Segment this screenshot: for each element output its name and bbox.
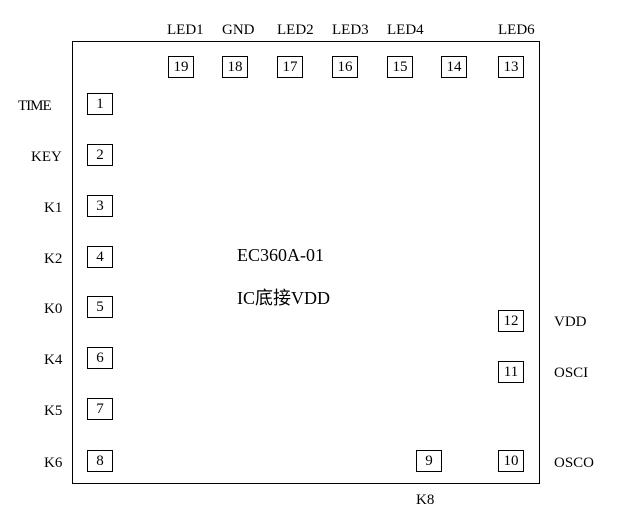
pin-1-pad: 1	[87, 93, 113, 115]
pin-9-label: K8	[416, 492, 435, 508]
chip-substrate-note: IC底接VDD	[237, 288, 330, 308]
pin-1-label: TIME	[18, 98, 52, 114]
pin-3-label: K1	[44, 200, 63, 216]
pin-10-pad: 10	[498, 450, 524, 472]
pin-3-pad: 3	[87, 195, 113, 217]
pin-11-pad: 11	[498, 361, 524, 383]
chip-part-number: EC360A-01	[237, 245, 324, 265]
pin-17-pad: 17	[277, 56, 303, 78]
pin-19-label: LED1	[167, 22, 204, 38]
ic-package-outline	[72, 41, 540, 484]
pin-8-label: K6	[44, 455, 63, 471]
pin-8-pad: 8	[87, 450, 113, 472]
pin-14-pad: 14	[441, 56, 467, 78]
pin-2-pad: 2	[87, 144, 113, 166]
pin-6-pad: 6	[87, 347, 113, 369]
pin-11-label: OSCI	[554, 365, 589, 381]
pin-9-pad: 9	[416, 450, 442, 472]
pin-6-label: K4	[44, 352, 63, 368]
pin-4-label: K2	[44, 251, 63, 267]
pin-15-label: LED4	[387, 22, 424, 38]
pin-7-label: K5	[44, 403, 63, 419]
pin-5-pad: 5	[87, 296, 113, 318]
pin-18-pad: 18	[222, 56, 248, 78]
pin-13-label: LED6	[498, 22, 535, 38]
pin-2-label: KEY	[31, 149, 62, 165]
pin-4-pad: 4	[87, 246, 113, 268]
pin-12-pad: 12	[498, 310, 524, 332]
pin-5-label: K0	[44, 301, 63, 317]
pin-10-label: OSCO	[554, 455, 595, 471]
pin-16-pad: 16	[332, 56, 358, 78]
pin-12-label: VDD	[554, 314, 587, 330]
pin-13-pad: 13	[498, 56, 524, 78]
pin-17-label: LED2	[277, 22, 314, 38]
pin-18-label: GND	[222, 22, 255, 38]
pin-19-pad: 19	[168, 56, 194, 78]
pin-15-pad: 15	[387, 56, 413, 78]
pin-7-pad: 7	[87, 398, 113, 420]
pin-16-label: LED3	[332, 22, 369, 38]
